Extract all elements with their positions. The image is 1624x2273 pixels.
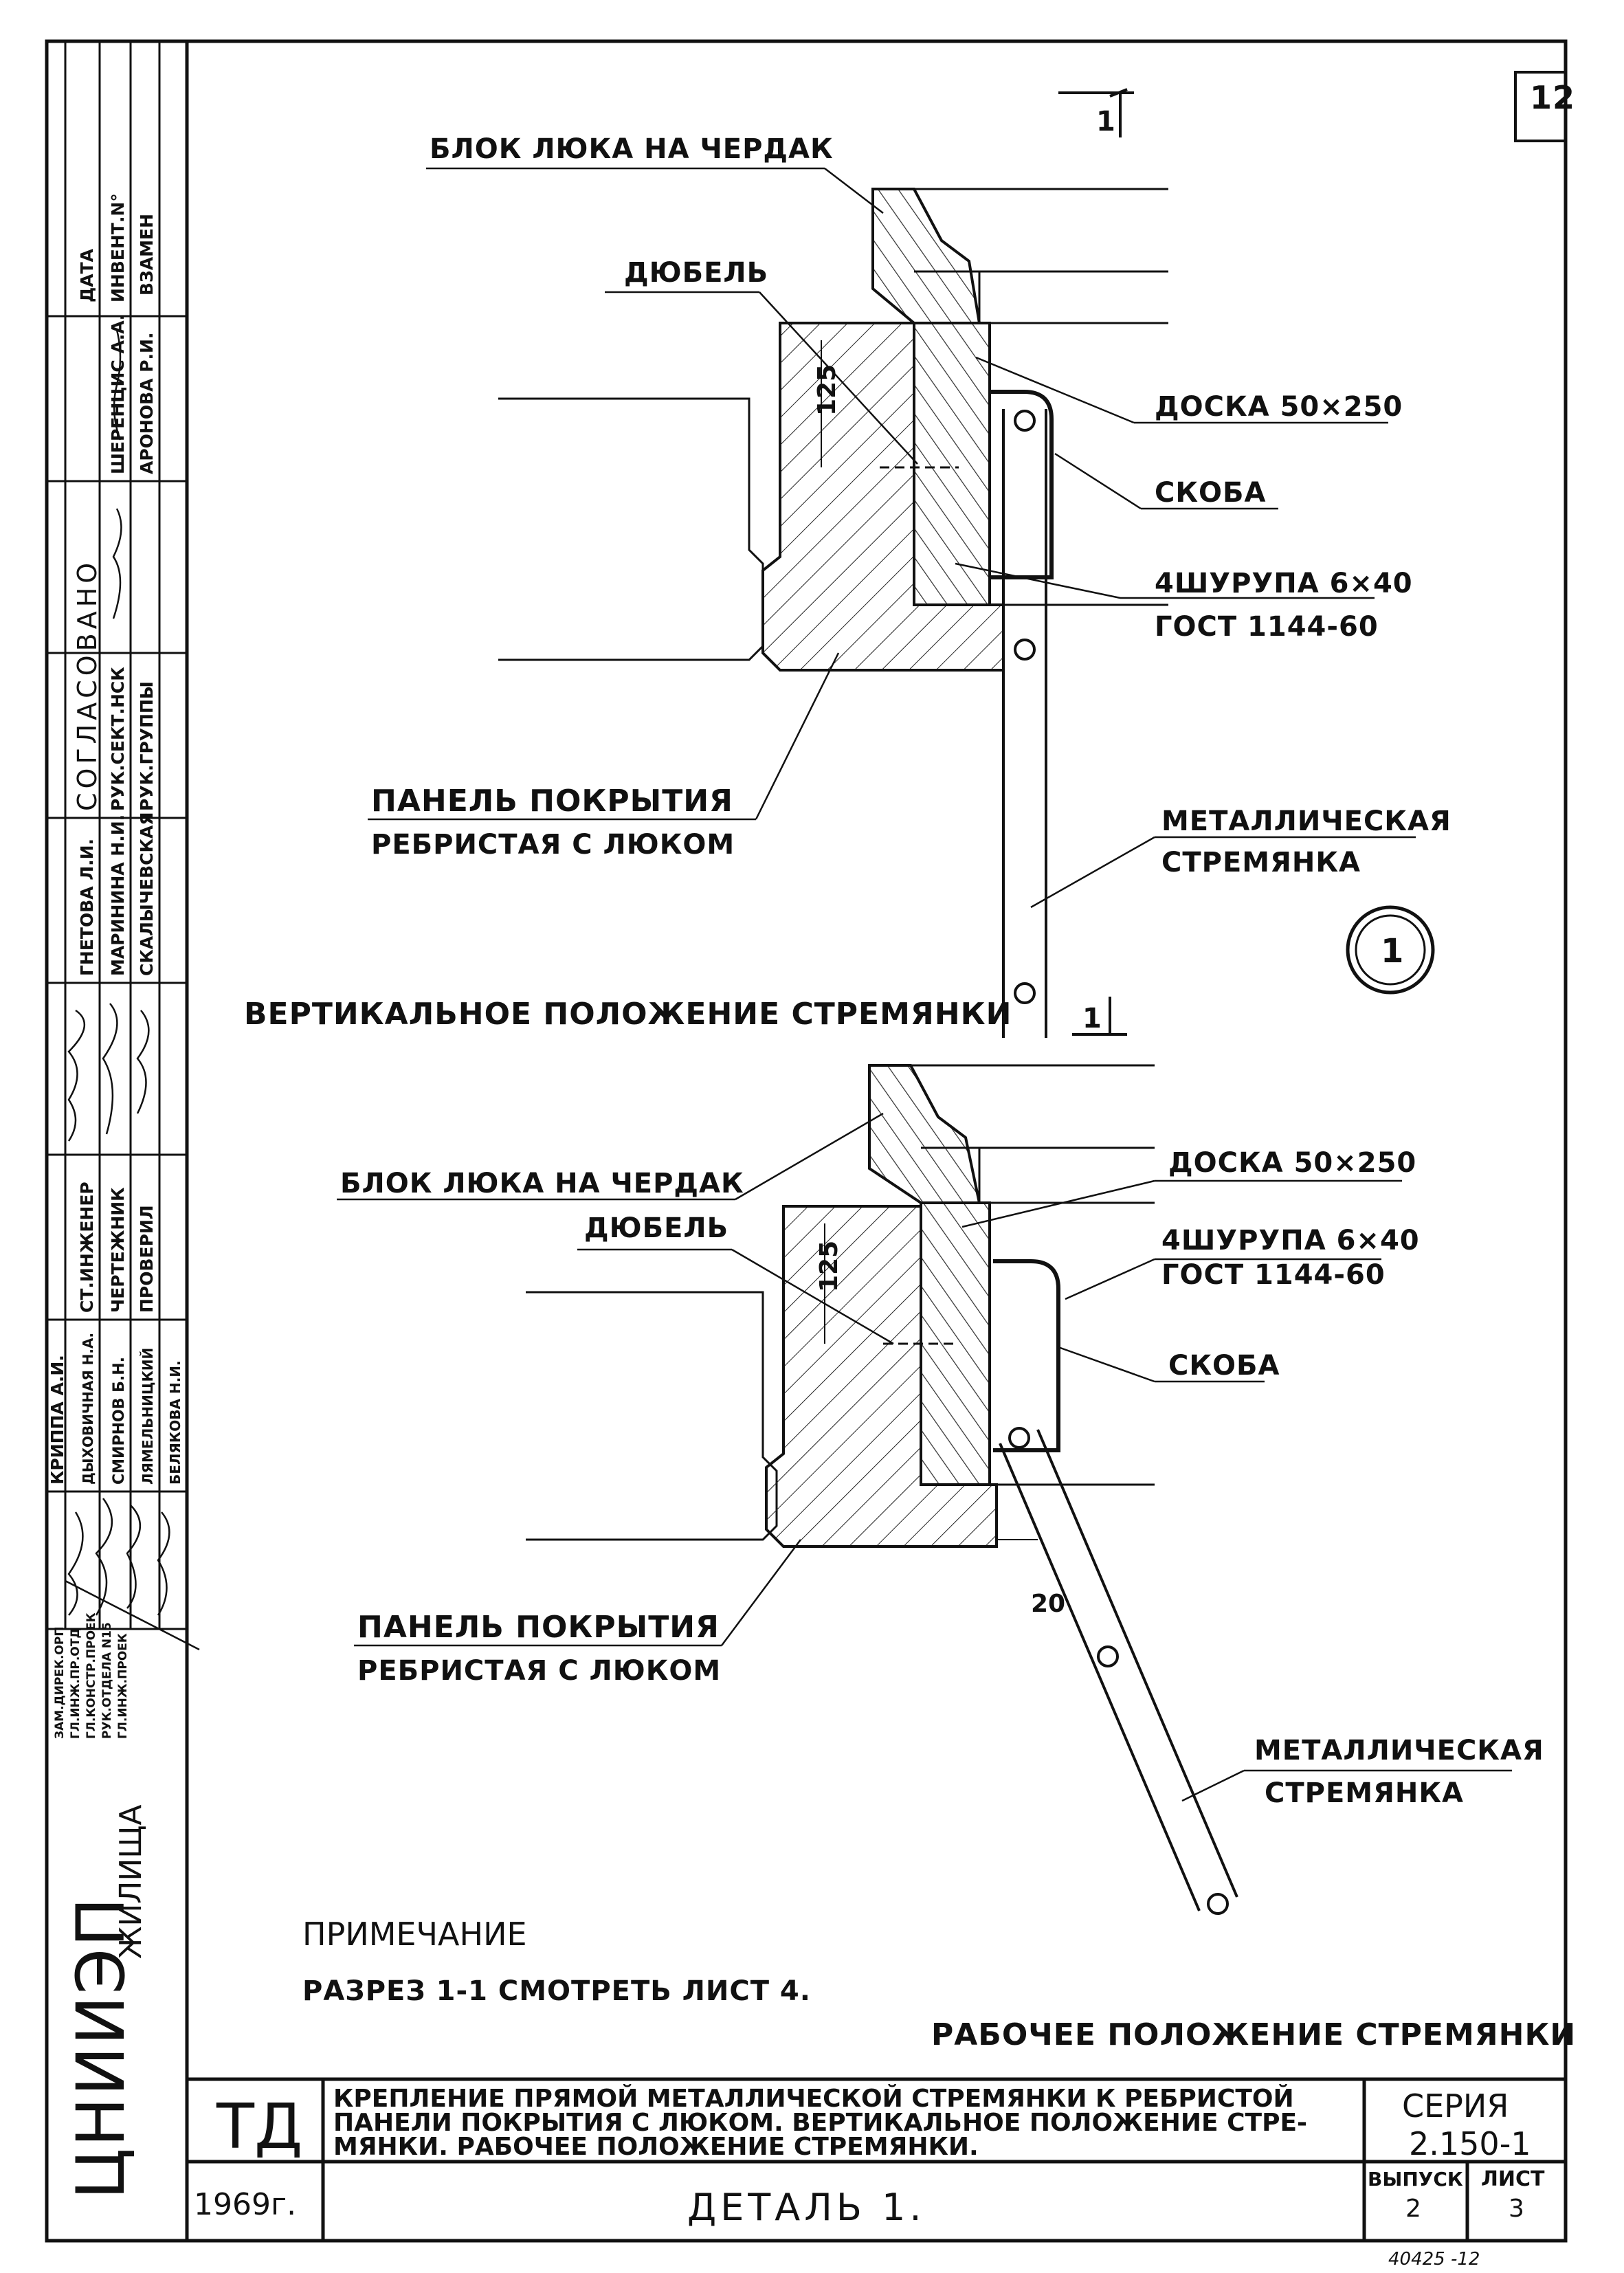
section-mark-bottom-label: 1 (1082, 1003, 1102, 1034)
hatch-block-bottom (868, 1064, 981, 1204)
top-label-board: ДОСКА 50×250 (1155, 391, 1403, 423)
dimension-bottom: 125 (815, 1241, 843, 1292)
title-line-2: ПАНЕЛИ ПОКРЫТИЯ С ЛЮКОМ. ВЕРТИКАЛЬНОЕ ПО… (333, 2109, 1307, 2137)
leaders-bottom (337, 1112, 1512, 1802)
stamp-name-3: СМИРНОВ Б.Н. (111, 1357, 128, 1485)
stamp-inventory: ИНВЕНТ.N° (108, 193, 128, 302)
bottom-label-screws: 4ШУРУПА 6×40 (1161, 1225, 1420, 1256)
issue-value: 2 (1405, 2195, 1421, 2223)
offset-bottom: 20 (1031, 1590, 1065, 1618)
stamp-role-3: ГЛ.КОНСТР.ПРОЕК (85, 1612, 98, 1739)
detail-circle-outer (1346, 905, 1435, 995)
top-label-hatch-block: БЛОК ЛЮКА НА ЧЕРДАК (430, 133, 834, 165)
stamp-agreed-name-1: ШЕРЕНЦИС А.А. (108, 314, 128, 474)
top-label-dowel: ДЮБЕЛЬ (624, 257, 768, 289)
org-subname: ЖИЛИЩА (113, 1804, 148, 1959)
ladder-inclined (999, 1427, 1238, 1915)
section-mark-top-label: 1 (1096, 106, 1116, 137)
detail-number: 1 (1381, 932, 1404, 971)
section-mark-top (1058, 88, 1134, 137)
top-label-ladder-1: МЕТАЛЛИЧЕСКАЯ (1161, 806, 1451, 837)
stamp-role-5: ГЛ.ИНЖ.ПРОЕК (116, 1633, 130, 1739)
org-name: ЦНИИЭП (63, 1896, 140, 2199)
bottom-label-panel-2: РЕБРИСТАЯ С ЛЮКОМ (357, 1655, 721, 1687)
stamp-name2-3: СКАЛЫЧЕВСКАЯ (137, 812, 157, 976)
signatures (65, 329, 200, 1651)
bottom-label-dowel: ДЮБЕЛЬ (584, 1212, 728, 1244)
series-label: СЕРИЯ (1402, 2087, 1509, 2125)
title-block (187, 2077, 1566, 2241)
board-top (913, 322, 991, 606)
stamp-name-2: ДЫХОВИЧНАЯ Н.А. (80, 1333, 96, 1485)
top-caption: ВЕРТИКАЛЬНОЕ ПОЛОЖЕНИЕ СТРЕМЯНКИ (244, 997, 1012, 1032)
stamp-role-4: РУК.ОТДЕЛА N15 (100, 1622, 114, 1739)
stamp-agreed: СОГЛАСОВАНО (72, 559, 102, 811)
bracket-bottom (993, 1259, 1060, 1452)
page-number: 12 (1530, 79, 1575, 116)
sheet-frame (45, 39, 1568, 2243)
top-label-ladder-2: СТРЕМЯНКА (1161, 847, 1361, 878)
stamp-agreed-role-2: РУК.ГРУППЫ (137, 681, 157, 811)
bottom-label-hatch-block: БЛОК ЛЮКА НА ЧЕРДАК (340, 1168, 744, 1199)
neighbour-panel-outline-2 (526, 1291, 778, 1541)
bottom-label-board: ДОСКА 50×250 (1168, 1147, 1416, 1179)
sheet-value: 3 (1509, 2195, 1524, 2223)
bottom-label-ladder-2: СТРЕМЯНКА (1265, 1777, 1464, 1809)
side-stamp (47, 41, 187, 1630)
top-label-gost: ГОСТ 1144-60 (1155, 611, 1379, 643)
stamp-date: ДАТА (77, 248, 97, 302)
hatch-frame-bottom (911, 1064, 1155, 1203)
note-heading: ПРИМЕЧАНИЕ (302, 1916, 527, 1953)
ladder-vertical (1002, 409, 1047, 1038)
stamp-role2-3: ПРОВЕРИЛ (137, 1205, 157, 1313)
footer-note: 40425 -12 (1388, 2249, 1480, 2270)
stamp-role-2: ГЛ.ИНЖ.ПР.ОТД (69, 1628, 82, 1739)
bracket-top (990, 390, 1054, 579)
stamp-agreed-name-2: АРОНОВА Р.И. (137, 333, 157, 474)
neighbour-panel-outline (498, 397, 764, 661)
stamp-name2-2: МАРИНИНА Н.И. (108, 814, 128, 976)
top-detail: 1 125 1 (244, 88, 1451, 1038)
top-label-panel-1: ПАНЕЛЬ ПОКРЫТИЯ (371, 784, 733, 819)
title-line-1: КРЕПЛЕНИЕ ПРЯМОЙ МЕТАЛЛИЧЕСКОЙ СТРЕМЯНКИ… (333, 2084, 1294, 2113)
series-value: 2.150-1 (1409, 2125, 1531, 2162)
hatch-block-top (871, 188, 981, 324)
bottom-label-ladder-1: МЕТАЛЛИЧЕСКАЯ (1254, 1735, 1544, 1766)
note-text: РАЗРЕЗ 1-1 СМОТРЕТЬ ЛИСТ 4. (302, 1975, 811, 2007)
stamp-name2-1: ГНЕТОВА Л.И. (77, 839, 97, 976)
bottom-detail: 125 20 БЛОК ЛЮКА НА ЧЕРДАК (337, 1064, 1576, 2052)
year: 1969г. (194, 2187, 296, 2222)
leaders-top (368, 167, 1416, 909)
bottom-label-gost: ГОСТ 1144-60 (1161, 1259, 1386, 1291)
stamp-role2-2: ЧЕРТЕЖНИК (108, 1187, 128, 1313)
top-label-screws: 4ШУРУПА 6×40 (1155, 568, 1413, 599)
title-code: ТД (216, 2091, 302, 2163)
issue-label: ВЫПУСК (1368, 2168, 1463, 2191)
bottom-label-panel-1: ПАНЕЛЬ ПОКРЫТИЯ (357, 1610, 720, 1645)
section-mark-bottom (1072, 997, 1127, 1036)
stamp-name-1: КРИППА А.И. (47, 1355, 67, 1485)
hatch-frame-top (914, 188, 1168, 323)
title-line-3: МЯНКИ. РАБОЧЕЕ ПОЛОЖЕНИЕ СТРЕМЯНКИ. (333, 2133, 979, 2161)
stamp-agreed-role-1: РУК.СЕКТ.НСК (108, 667, 128, 811)
top-label-panel-2: РЕБРИСТАЯ С ЛЮКОМ (371, 829, 735, 861)
stamp-name-5: БЕЛЯКОВА Н.И. (167, 1360, 183, 1485)
stamp-role2-1: СТ.ИНЖЕНЕР (77, 1182, 97, 1313)
sheet-label: ЛИСТ (1481, 2167, 1545, 2191)
bottom-caption: РАБОЧЕЕ ПОЛОЖЕНИЕ СТРЕМЯНКИ (931, 2017, 1576, 2052)
stamp-replace: ВЗАМЕН (137, 214, 157, 296)
top-label-bracket: СКОБА (1155, 477, 1267, 509)
stamp-role-1: ЗАМ.ДИРЕК.ОРП (53, 1626, 67, 1739)
detail-circle-inner (1355, 914, 1426, 986)
bottom-label-bracket: СКОБА (1168, 1350, 1280, 1382)
stamp-name-4: ЛЯМЕЛЬНИЦКИЙ (140, 1348, 156, 1485)
detail-title: ДЕТАЛЬ 1. (687, 2186, 926, 2229)
dimension-top: 125 (813, 364, 841, 416)
side-stamp-texts: ДАТА ИНВЕНТ.N° ВЗАМЕН СОГЛАСОВАНО ШЕРЕНЦ… (47, 193, 183, 2199)
